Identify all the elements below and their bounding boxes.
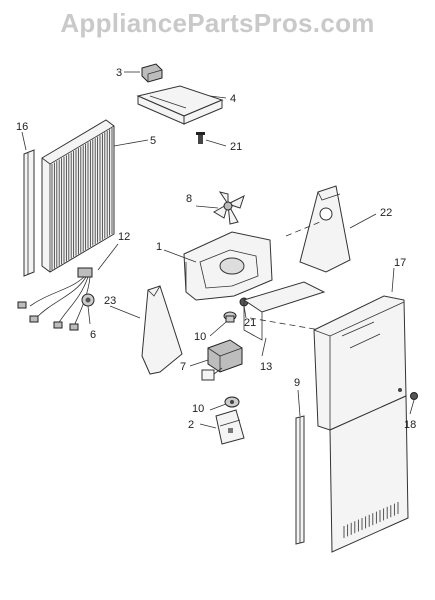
part-16-gasket (23, 149, 35, 277)
leader-lines (21, 71, 415, 429)
part-3-block (141, 63, 163, 83)
watermark-logo: AppliancePartsPros.com (60, 8, 375, 38)
callout-18: 18 (404, 419, 416, 431)
callout-9: 9 (294, 377, 300, 389)
part-10-bushing-top (223, 311, 237, 323)
part-17-cover-panel (313, 295, 409, 553)
part-6-grommet (81, 293, 95, 307)
part-12-wire-harness (17, 267, 93, 331)
callout-6: 6 (90, 329, 96, 341)
part-5-evaporator-panel (41, 119, 115, 273)
part-21-screw-top (196, 132, 205, 144)
part-22-side-panel (299, 185, 351, 273)
callout-22: 22 (380, 207, 392, 219)
callout-5: 5 (150, 135, 156, 147)
part-1-fan-housing (183, 231, 273, 301)
callout-13: 13 (260, 361, 272, 373)
part-10-bushing-lower (224, 396, 240, 408)
callout-12: 12 (118, 231, 130, 243)
callout-17: 17 (394, 257, 406, 269)
part-9-gasket (295, 415, 305, 545)
part-7-fan-motor (201, 339, 243, 381)
callout-10-top: 10 (194, 331, 206, 343)
part-8-fan-blade (213, 191, 245, 225)
callout-10-lower: 10 (192, 403, 204, 415)
part-4-bracket (136, 85, 224, 125)
callout-4: 4 (230, 93, 236, 105)
callout-23: 23 (104, 295, 116, 307)
callout-16: 16 (16, 121, 28, 133)
part-2-motor-bracket (215, 409, 245, 445)
callout-3: 3 (116, 67, 122, 79)
part-18-screw (410, 392, 418, 400)
callout-8: 8 (186, 193, 192, 205)
callout-21-mid: 21 (244, 317, 256, 329)
callout-1: 1 (156, 241, 162, 253)
part-23-side-panel (141, 285, 183, 375)
callout-7: 7 (180, 361, 186, 373)
part-13-frame (242, 281, 326, 341)
callout-2: 2 (188, 419, 194, 431)
callout-21-top: 21 (230, 141, 242, 153)
